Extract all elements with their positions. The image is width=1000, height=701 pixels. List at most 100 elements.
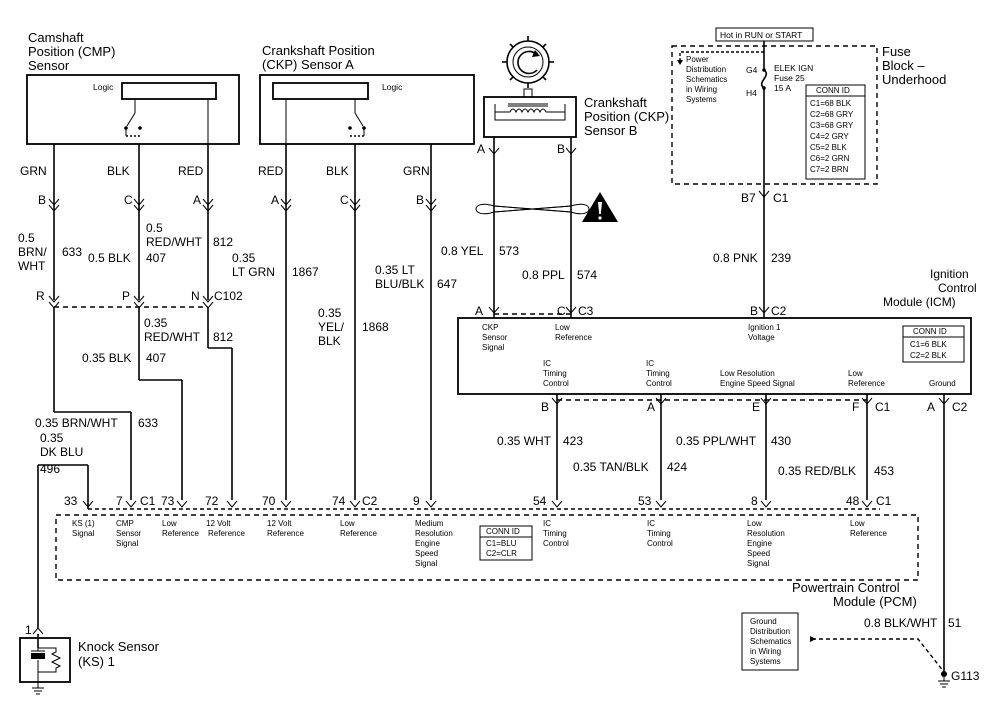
icm-label-lowres-1: Low Resolution: [720, 369, 775, 378]
w812b-number: 812: [213, 330, 233, 344]
wire-color-red-2: RED: [258, 164, 284, 178]
pcm-lbl-lowres-4: Speed: [747, 549, 770, 558]
w1868-color-2: BLK: [318, 334, 341, 348]
w407-number: 407: [146, 251, 166, 265]
g113-label: G113: [951, 669, 980, 683]
w51-gauge: 0.8 BLK/WHT: [864, 616, 938, 630]
pcm-lbl-lowref-2: Reference: [162, 529, 199, 538]
pcm-lbl-lowref2-1: Low: [340, 519, 355, 528]
icm-label-lowref-1: Low: [555, 323, 570, 332]
fuse-conn-c6: C6=2 GRN: [810, 154, 850, 163]
fuse-pds-2: Distribution: [686, 65, 726, 74]
pin-b-2: B: [416, 193, 424, 207]
icm-label-ic2-1: IC: [646, 359, 654, 368]
icm-conn-c1: C1=6 BLK: [910, 340, 947, 349]
pcm-lbl-12v-2: Reference: [208, 529, 245, 538]
cmp-title-2: Position (CMP): [28, 44, 115, 59]
w633-number: 633: [62, 245, 82, 259]
icm-pin-c: C: [557, 304, 566, 318]
fuse-conn-title: CONN ID: [816, 86, 850, 95]
ckp-a-switch-icon: [348, 126, 352, 130]
icm-label-lowref2-2: Reference: [848, 379, 885, 388]
icm-label-ic2-2: Timing: [646, 369, 670, 378]
fuse-number: Fuse 25: [774, 73, 805, 83]
icm-label-ckp-1: CKP: [482, 323, 498, 332]
knock-title-1: Knock Sensor: [78, 639, 160, 654]
w496-gauge: 0.35: [40, 431, 64, 445]
pcm-conn-id-table: [479, 525, 533, 561]
w1868-gauge: 0.35: [318, 306, 342, 320]
icm-bconn-c1: C1: [875, 400, 891, 414]
pcm-lbl-cmp-2: Sensor: [116, 529, 142, 538]
cmp-logic-label: Logic: [93, 82, 114, 92]
ckp-b-pin-a: A: [477, 142, 485, 156]
w812-number: 812: [213, 235, 233, 249]
knock-pin: 1: [25, 623, 32, 637]
icm-label-ckp-2: Sensor: [482, 333, 508, 342]
w574-number: 574: [577, 268, 597, 282]
w424-gauge: 0.35 TAN/BLK: [573, 460, 649, 474]
fuse-h4: H4: [746, 88, 757, 98]
w647-color: BLU/BLK: [375, 277, 424, 291]
pcm-lbl-ic2-1: IC: [647, 519, 655, 528]
wire-color-blk-1: BLK: [107, 164, 130, 178]
ckp-a-box: [259, 74, 475, 145]
fuse-title-1: Fuse: [882, 44, 911, 59]
knock-sensor-box: [19, 637, 71, 683]
icm-conn-id-table: [902, 325, 965, 363]
pin-b-1: B: [38, 193, 46, 207]
icm-label-lowres-2: Engine Speed Signal: [720, 379, 795, 388]
cmp-title-3: Sensor: [28, 58, 70, 73]
w407b-number: 407: [146, 351, 166, 365]
icm-label-ckp-3: Signal: [482, 343, 504, 352]
pcm-lbl-medres-5: Signal: [415, 559, 437, 568]
w574-gauge: 0.8 PPL: [522, 268, 565, 282]
fuse-title-3: Underhood: [882, 72, 946, 87]
ckp-a-title-2: (CKP) Sensor A: [262, 57, 354, 72]
pcm-lbl-ic2-2: Timing: [647, 529, 671, 538]
icm-label-ground: Ground: [929, 379, 956, 388]
ground-pds-box: [741, 612, 799, 671]
w423-number: 423: [563, 434, 583, 448]
connector-c102: R P N C102: [36, 289, 243, 309]
w407-gauge: 0.5 BLK: [88, 251, 131, 265]
icm-conn-c2: C2=2 BLK: [910, 351, 947, 360]
piezo-icon: [31, 653, 45, 659]
warning-icon: [582, 192, 618, 222]
pcm-lbl-lowref2-2: Reference: [340, 529, 377, 538]
pcm-lbl-ic1-1: IC: [543, 519, 551, 528]
wire-color-grn-2: GRN: [403, 164, 430, 178]
ckp-b-box: [483, 96, 577, 138]
icm-bpin-e: E: [752, 400, 760, 414]
fuse-pds-4: in Wiring: [686, 85, 717, 94]
pcm-lbl-medres-3: Engine: [415, 539, 440, 548]
icm-bpin-a: A: [647, 400, 655, 414]
pin-a-1: A: [193, 193, 201, 207]
w423-gauge: 0.35 WHT: [497, 434, 552, 448]
icm-label-ign-2: Voltage: [748, 333, 775, 342]
wire-color-red-1: RED: [178, 164, 204, 178]
pcm-pin-54: 54: [533, 494, 547, 508]
pcm-title-2: Module (PCM): [833, 594, 917, 609]
pcm-lbl-12v2-2: Reference: [267, 529, 304, 538]
hot-in-run-label: Hot in RUN or START: [720, 30, 802, 40]
pcm-pin-73: 73: [161, 494, 175, 508]
w430-gauge: 0.35 PPL/WHT: [676, 434, 757, 448]
ground-pds-2: Distribution: [750, 627, 790, 636]
pcm-lbl-12v2-1: 12 Volt: [267, 519, 292, 528]
icm-label-ign-1: Ignition 1: [748, 323, 781, 332]
ground-pds-1: Ground: [750, 617, 777, 626]
reluctor-wheel-icon: [502, 36, 554, 88]
cmp-sensor: Camshaft Position (CMP) Sensor Logic: [26, 30, 240, 145]
fuse-rating: 15 A: [774, 83, 791, 93]
top-wires: [48, 144, 437, 500]
fuse-block: Hot in RUN or START Fuse Block – Underho…: [671, 27, 946, 318]
w496-number: 496: [40, 462, 60, 476]
pcm-outline: [55, 514, 919, 581]
icm-label-ic1-3: Control: [543, 379, 569, 388]
ckp-b-wires: 0.8 YEL 573 0.8 PPL 574: [441, 137, 618, 318]
pcm-title-1: Powertrain Control: [792, 580, 900, 595]
top-wire-gauges: 0.5 BRN/ WHT 633 0.5 BLK 407 0.5 RED/WHT…: [18, 221, 457, 348]
ckp-sensor-b: Crankshaft Position (CKP) Sensor B A B: [477, 36, 669, 156]
fuse-conn-id-table: [805, 84, 866, 180]
